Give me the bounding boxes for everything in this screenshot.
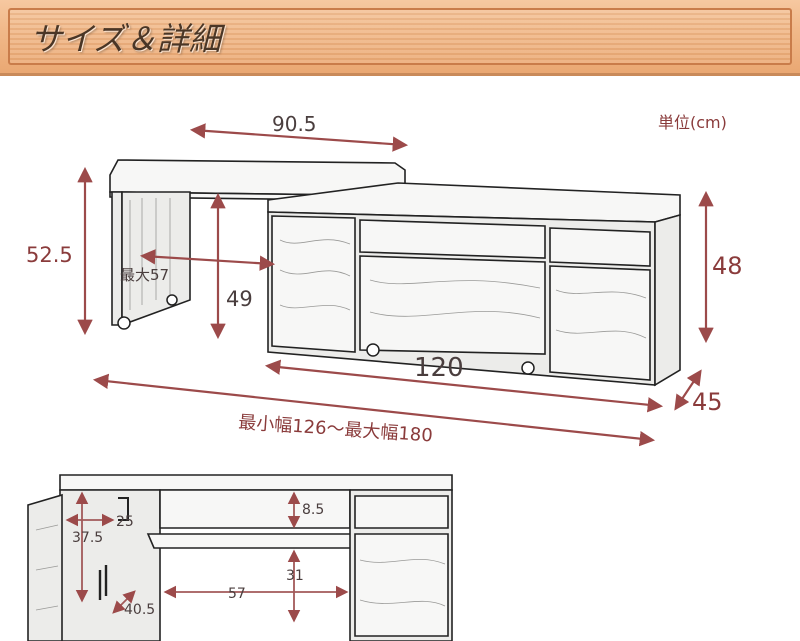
cabinet-left-door	[271, 215, 356, 353]
left-door-grain	[279, 239, 351, 311]
hanger-rod-icon	[98, 565, 108, 600]
center-panel-grain	[369, 279, 541, 319]
dim-inner-height: 49	[226, 287, 253, 311]
unit-label: 単位(cm)	[658, 113, 727, 132]
cabinet-side	[654, 213, 681, 387]
front-left-cabinet	[59, 489, 161, 641]
right-drawer-top	[549, 227, 651, 267]
dim-8-5: 8.5	[302, 502, 324, 518]
center-panel	[359, 255, 546, 355]
caster-center-left	[366, 343, 380, 357]
front-top	[59, 474, 453, 491]
dim-height-left: 52.5	[26, 243, 73, 267]
dim-extension: 最大57	[120, 266, 169, 284]
dim-line-depth	[674, 369, 702, 411]
right-drawer-grain	[555, 289, 647, 339]
open-door-grain	[35, 524, 59, 611]
dim-line-top-width	[189, 123, 409, 152]
dim-25: 25	[116, 514, 134, 530]
dim-line-40-5	[112, 590, 136, 614]
caster-center-right	[521, 361, 535, 375]
dim-line-extension	[139, 249, 276, 271]
left-leg-front	[111, 191, 123, 326]
header-banner-frame	[8, 8, 792, 65]
dim-height-right: 48	[712, 252, 743, 280]
front-keyboard-tray	[146, 533, 364, 549]
desk-illustration-bottom	[27, 474, 453, 641]
center-drawer	[359, 219, 546, 259]
dim-40-5: 40.5	[124, 602, 155, 618]
hook-icon	[118, 497, 129, 521]
dim-range-label: 最小幅126～最大幅180	[238, 412, 434, 447]
dim-depth: 45	[692, 388, 723, 416]
page-title: サイズ＆詳細	[30, 20, 222, 58]
front-right-drawer-bottom	[354, 533, 449, 637]
front-right-drawer-top	[354, 495, 449, 529]
front-right-grain	[359, 558, 446, 607]
header-banner: サイズ＆詳細	[0, 0, 800, 76]
right-drawer-bottom	[549, 265, 651, 381]
dim-width-main: 120	[414, 353, 464, 383]
dim-31: 31	[286, 568, 304, 584]
dim-57: 57	[228, 586, 246, 602]
dimensions-bottom: 25 37.5 8.5 31 57 40.5	[65, 491, 349, 623]
dim-37-5: 37.5	[72, 530, 103, 546]
desk-illustration-top	[109, 159, 681, 387]
dim-top-width: 90.5	[272, 112, 317, 136]
caster-left-front	[117, 316, 131, 330]
caster-left-back	[166, 294, 178, 306]
dim-line-range	[92, 373, 656, 447]
